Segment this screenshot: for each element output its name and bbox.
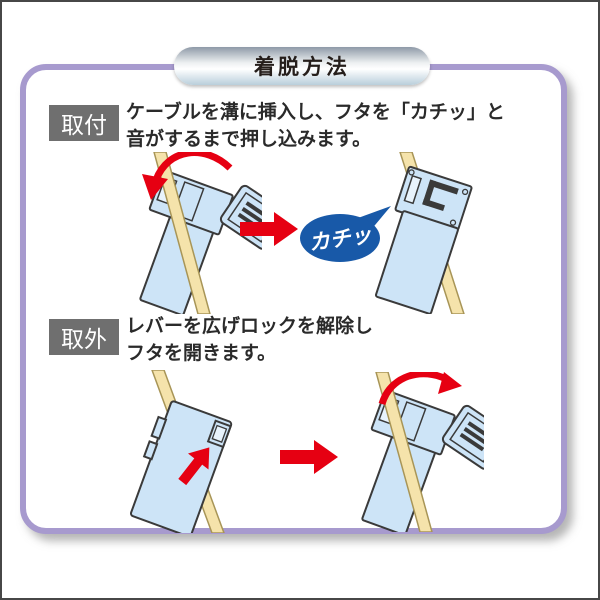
detach-label-text: 取外 [61,326,107,352]
curved-arrow-up-icon [378,372,462,406]
detach-instruction-line2: フタを開きます。 [126,343,277,364]
clamp-body-closed [374,165,473,314]
attach-instruction-line2: 音がするまで押し込みます。 [126,129,372,150]
cable [375,372,433,532]
cable [153,152,211,314]
clamp-release-illustration [130,370,233,533]
page-title: 着脱方法 [254,56,350,79]
detach-instruction-line1: レバーを広げロックを解除し [126,316,374,337]
clamp-body [361,389,484,532]
clamp-cover-open [441,404,484,470]
red-arrow-icon [240,212,298,246]
detach-instruction: レバーを広げロックを解除し フタを開きます。 [126,313,373,367]
curved-arrow-down-icon [142,152,233,200]
latch-detail [422,179,459,212]
diagonal-arrow-icon [178,447,210,486]
clamp-closed-illustration [374,152,473,314]
attach-instruction-line1: ケーブルを溝に挿入し、フタを「カチッ」と [126,102,505,123]
title-badge: 着脱方法 [174,47,430,85]
clamp-open-illustration [361,372,484,532]
click-sound-bubble: カチッ [300,206,391,262]
attach-instruction: ケーブルを溝に挿入し、フタを「カチッ」と 音がするまで押し込みます。 [126,99,505,153]
clamp-body-closed [130,400,233,533]
attach-section-label: 取付 [49,105,119,141]
attach-label-text: 取付 [61,112,107,138]
red-arrow-icon [280,440,338,474]
detach-section-label: 取外 [49,319,119,355]
